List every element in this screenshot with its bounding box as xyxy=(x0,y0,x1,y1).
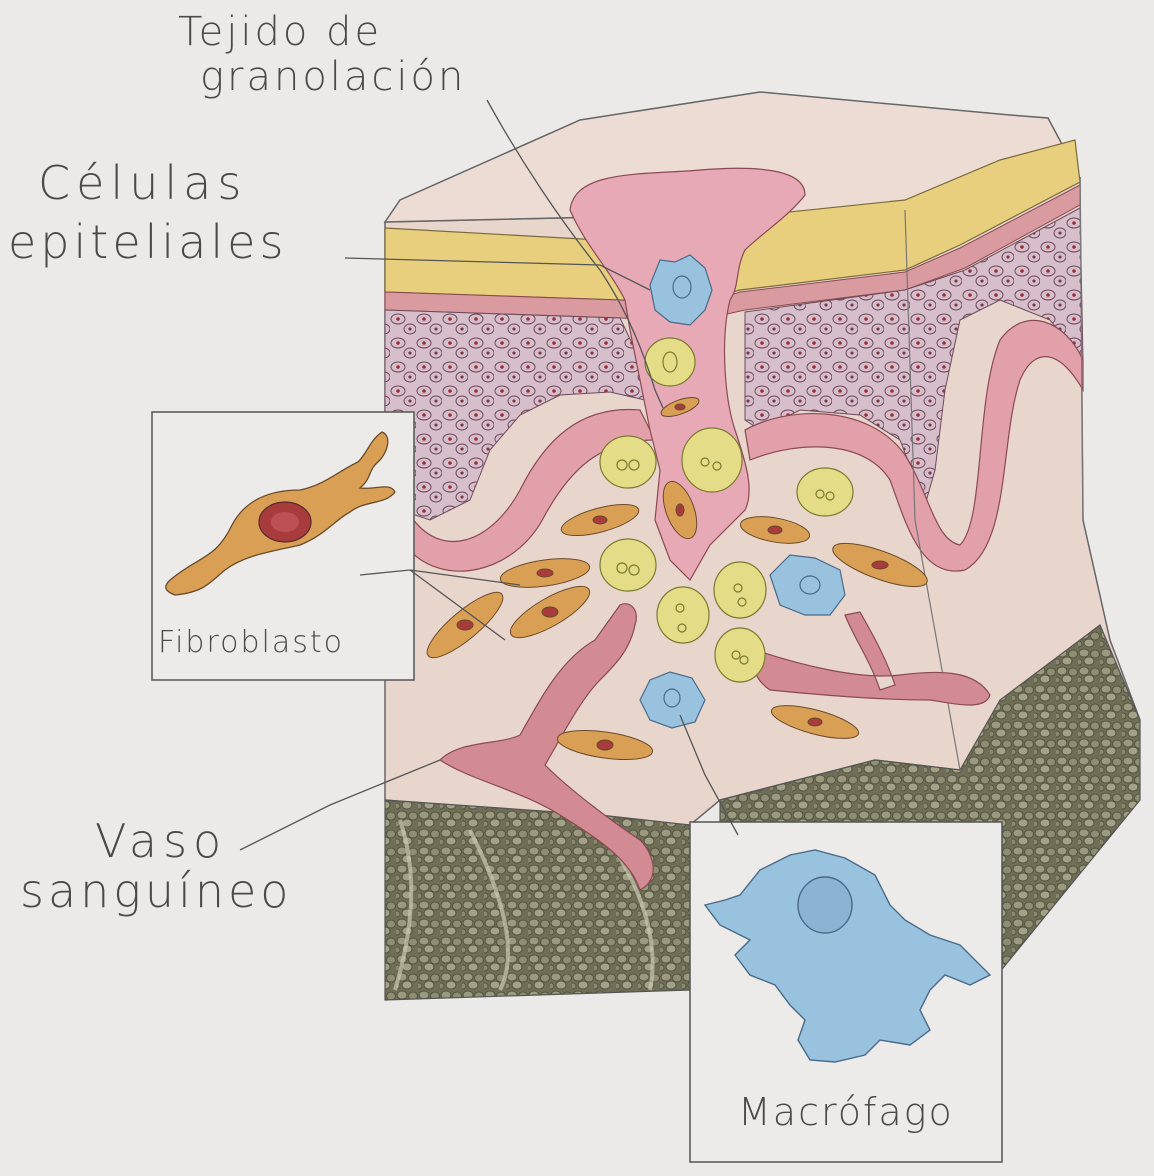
label-tejido-line2: granolación xyxy=(200,57,466,97)
base-layer-front xyxy=(385,800,690,1000)
macrophage-nucleus xyxy=(798,877,852,933)
label-macrofago: Macrófago xyxy=(738,1093,954,1131)
label-tejido-line1: Tejido de xyxy=(178,12,382,52)
label-vaso-line1: Vaso xyxy=(95,818,227,864)
label-fibroblasto: Fibroblasto xyxy=(158,628,344,658)
label-celulas-line2: epiteliales xyxy=(8,219,287,265)
label-vaso-line2: sanguíneo xyxy=(20,868,292,914)
label-celulas-line1: Células xyxy=(38,160,247,206)
